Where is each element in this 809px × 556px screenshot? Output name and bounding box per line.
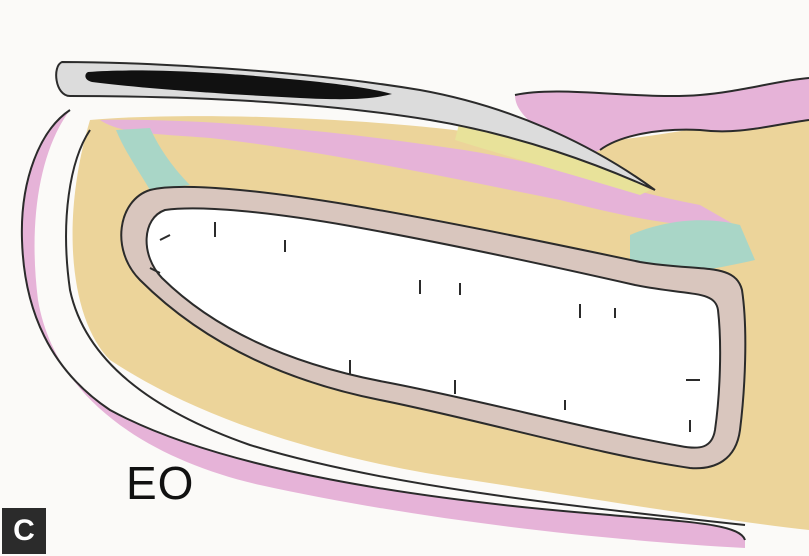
panel-letter: C	[2, 508, 46, 554]
figure-label: EO	[126, 456, 194, 510]
